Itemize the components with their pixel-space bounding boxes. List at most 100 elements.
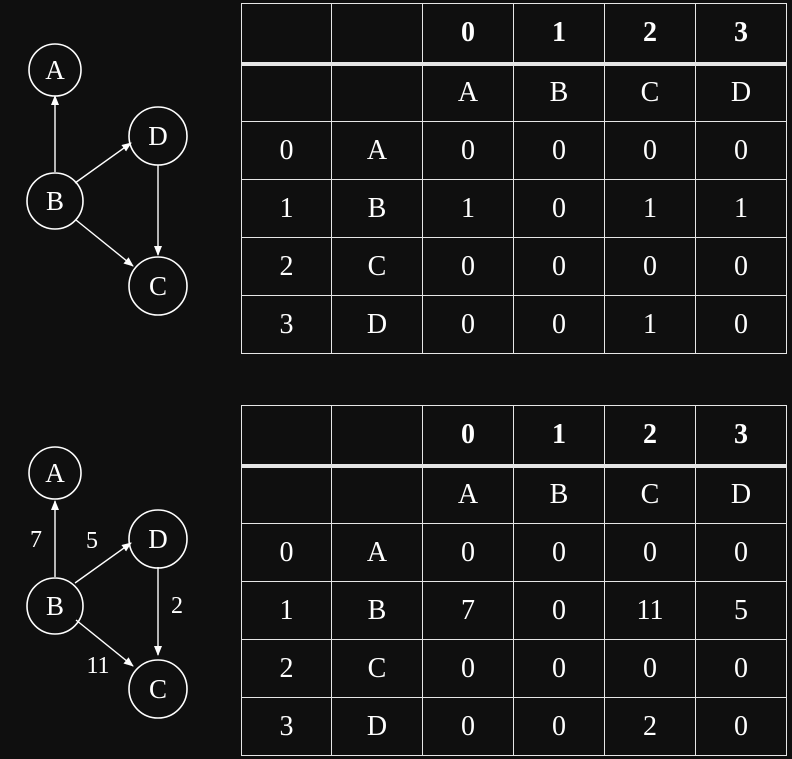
svg-text:D: D (148, 121, 168, 151)
table-row: 0 A 0 0 0 0 (241, 121, 787, 180)
adjacency-matrix: 0 1 2 3 A B C D 0 A 0 0 0 0 1 B 1 0 1 1 … (241, 3, 787, 354)
row-label: B (331, 581, 423, 640)
node-a: A (28, 43, 82, 97)
svg-text:C: C (149, 271, 167, 301)
svg-text:A: A (45, 55, 65, 85)
row-index: 3 (241, 295, 332, 354)
matrix-cell: 0 (695, 121, 787, 180)
edge-b-d (74, 542, 132, 584)
table-row: 1 B 1 0 1 1 (241, 179, 787, 238)
matrix-cell: 0 (604, 523, 696, 582)
label-header-row: A B C D (241, 63, 787, 122)
matrix-cell: 0 (695, 237, 787, 296)
empty-cell (331, 405, 423, 468)
matrix-cell: 0 (695, 523, 787, 582)
matrix-cell: 0 (604, 639, 696, 698)
matrix-cell: 0 (695, 295, 787, 354)
unweighted-graph: A B D C (26, 43, 188, 316)
table-row: 1 B 7 0 11 5 (241, 581, 787, 640)
row-index: 0 (241, 523, 332, 582)
column-label: A (422, 63, 514, 122)
weighted-adjacency-matrix: 0 1 2 3 A B C D 0 A 0 0 0 0 1 B 7 0 11 5… (241, 405, 787, 756)
svg-text:A: A (45, 458, 65, 488)
matrix-cell: 1 (695, 179, 787, 238)
row-index: 1 (241, 581, 332, 640)
node-d: D (128, 106, 188, 166)
matrix-cell: 1 (604, 179, 696, 238)
svg-text:C: C (149, 674, 167, 704)
matrix-cell: 0 (513, 237, 605, 296)
label-header-row: A B C D (241, 465, 787, 524)
table-row: 0 A 0 0 0 0 (241, 523, 787, 582)
matrix-cell: 1 (604, 295, 696, 354)
row-index: 0 (241, 121, 332, 180)
matrix-cell: 0 (422, 523, 514, 582)
column-index: 1 (513, 405, 605, 468)
empty-cell (241, 63, 332, 122)
matrix-cell: 5 (695, 581, 787, 640)
table-row: 2 C 0 0 0 0 (241, 639, 787, 698)
weight-b-a: 7 (30, 527, 42, 553)
matrix-cell: 0 (513, 295, 605, 354)
index-header-row: 0 1 2 3 (241, 3, 787, 66)
matrix-cell: 0 (513, 121, 605, 180)
edge-b-c (75, 619, 134, 667)
row-label: D (331, 697, 423, 756)
index-header-row: 0 1 2 3 (241, 405, 787, 468)
row-label: A (331, 121, 423, 180)
matrix-cell: 0 (513, 697, 605, 756)
empty-cell (331, 63, 423, 122)
row-label: D (331, 295, 423, 354)
column-index: 1 (513, 3, 605, 66)
matrix-cell: 0 (422, 121, 514, 180)
column-index: 3 (695, 405, 787, 468)
weighted-graph: 7 5 11 2 A B D C (26, 446, 188, 719)
node-a: A (28, 446, 82, 500)
matrix-cell: 0 (422, 295, 514, 354)
empty-cell (331, 3, 423, 66)
node-d: D (128, 509, 188, 569)
column-label: C (604, 63, 696, 122)
edge-b-c (75, 219, 134, 267)
matrix-cell: 7 (422, 581, 514, 640)
empty-cell (331, 465, 423, 524)
column-label: C (604, 465, 696, 524)
column-index: 0 (422, 3, 514, 66)
edge-b-d (74, 142, 132, 184)
matrix-cell: 0 (513, 523, 605, 582)
matrix-cell: 0 (422, 639, 514, 698)
row-label: C (331, 639, 423, 698)
matrix-cell: 0 (604, 121, 696, 180)
matrix-cell: 0 (513, 179, 605, 238)
table-row: 2 C 0 0 0 0 (241, 237, 787, 296)
row-index: 2 (241, 639, 332, 698)
svg-text:B: B (46, 186, 64, 216)
svg-text:B: B (46, 591, 64, 621)
empty-cell (241, 3, 332, 66)
table-row: 3 D 0 0 1 0 (241, 295, 787, 354)
column-index: 0 (422, 405, 514, 468)
column-index: 2 (604, 3, 696, 66)
matrix-cell: 0 (422, 697, 514, 756)
node-b: B (26, 172, 84, 230)
matrix-cell: 11 (604, 581, 696, 640)
row-index: 2 (241, 237, 332, 296)
row-index: 3 (241, 697, 332, 756)
weight-b-d: 5 (86, 528, 98, 554)
empty-cell (241, 405, 332, 468)
column-label: D (695, 63, 787, 122)
column-index: 3 (695, 3, 787, 66)
matrix-cell: 2 (604, 697, 696, 756)
weight-b-c: 11 (86, 653, 109, 679)
column-label: A (422, 465, 514, 524)
empty-cell (241, 465, 332, 524)
row-label: C (331, 237, 423, 296)
node-c: C (128, 256, 188, 316)
svg-text:D: D (148, 524, 168, 554)
matrix-cell: 0 (604, 237, 696, 296)
column-label: B (513, 465, 605, 524)
row-label: B (331, 179, 423, 238)
row-label: A (331, 523, 423, 582)
matrix-cell: 1 (422, 179, 514, 238)
column-label: D (695, 465, 787, 524)
